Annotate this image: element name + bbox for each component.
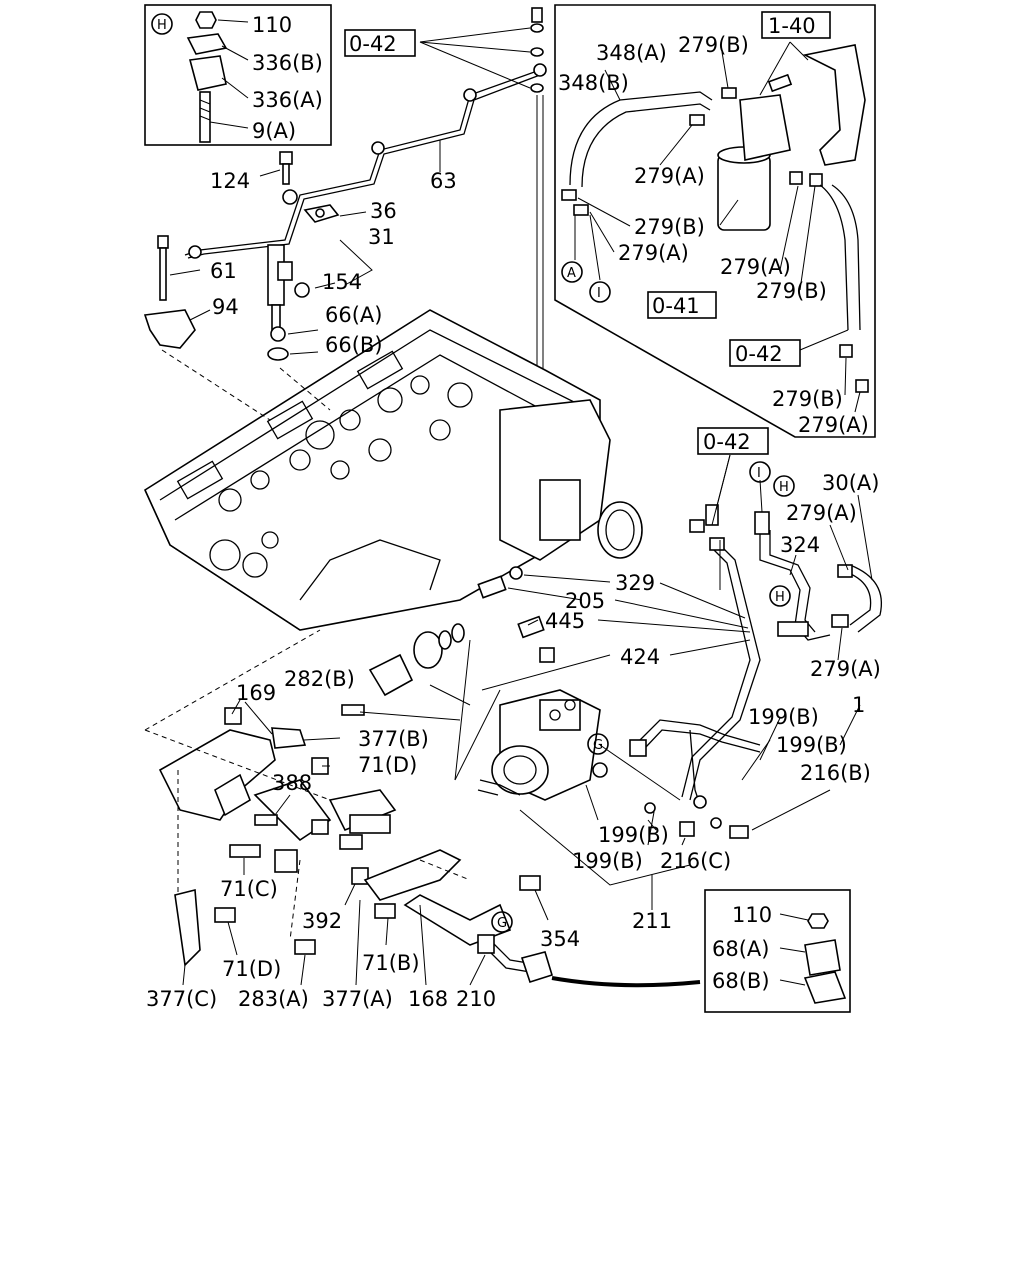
ref-041: 0-41 [652, 294, 700, 318]
ref-140: 1-40 [768, 14, 816, 38]
label-71d-1: 71(D) [358, 753, 417, 777]
label-377c: 377(C) [146, 987, 217, 1011]
reference-boxes: 0-42 1-40 0-41 0-42 0-42 [344, 11, 831, 455]
label-354: 354 [540, 927, 580, 951]
label-348b: 348(B) [558, 71, 629, 95]
label-279a-1: 279(A) [634, 164, 705, 188]
label-1: 1 [852, 693, 865, 717]
label-348a: 348(A) [596, 41, 667, 65]
label-377b: 377(B) [358, 727, 429, 751]
label-68b: 68(B) [712, 969, 770, 993]
circled-letters: H A I I H H G G [151, 13, 795, 933]
label-63: 63 [430, 169, 457, 193]
label-36: 36 [370, 199, 397, 223]
label-31: 31 [368, 225, 395, 249]
leader-lines [144, 27, 873, 986]
label-68a: 68(A) [712, 937, 769, 961]
circle-g-low: G [497, 916, 507, 931]
bracket-94 [143, 309, 196, 349]
label-199b-1: 199(B) [748, 705, 819, 729]
label-124: 124 [210, 169, 250, 193]
label-110-bottom: 110 [732, 903, 772, 927]
label-211: 211 [632, 909, 672, 933]
label-168: 168 [408, 987, 448, 1011]
clamp-assembly-g [779, 913, 847, 1004]
ref-042-top: 0-42 [349, 32, 397, 56]
fuel-filter-assembly [561, 44, 869, 393]
detail-box-h [144, 4, 332, 146]
label-199b-2: 199(B) [776, 733, 847, 757]
label-94: 94 [212, 295, 239, 319]
label-216c: 216(C) [660, 849, 731, 873]
stud-61 [157, 235, 169, 301]
label-61: 61 [210, 259, 237, 283]
label-169: 169 [236, 681, 276, 705]
label-279a-4: 279(A) [798, 413, 869, 437]
circle-h-mid: H [779, 480, 789, 495]
label-71b: 71(B) [362, 951, 420, 975]
ref-042-right: 0-42 [735, 342, 783, 366]
label-199b-4: 199(B) [572, 849, 643, 873]
label-424: 424 [620, 645, 660, 669]
label-66a: 66(A) [325, 303, 382, 327]
washer-66a [270, 326, 286, 342]
scv-assembly [341, 623, 465, 716]
label-216b: 216(B) [800, 761, 871, 785]
label-279a-6: 279(A) [810, 657, 881, 681]
label-388: 388 [272, 771, 312, 795]
label-205: 205 [565, 589, 605, 613]
label-279a-5: 279(A) [786, 501, 857, 525]
label-336a: 336(A) [252, 88, 323, 112]
circle-g-mid: G [593, 738, 603, 753]
lower-bracket-assembly [158, 707, 701, 988]
detail-box-g [704, 889, 851, 1013]
label-324: 324 [780, 533, 820, 557]
callout-labels: 110 336(B) 336(A) 9(A) 124 63 36 31 154 … [146, 13, 881, 1011]
label-279b-4: 279(B) [772, 387, 843, 411]
return-pipe-top [530, 7, 544, 380]
circle-h-top: H [157, 18, 167, 33]
circle-i-mid: I [757, 466, 761, 481]
label-336b: 336(B) [252, 51, 323, 75]
label-71c: 71(C) [220, 877, 278, 901]
clamp-assembly-h [186, 11, 249, 143]
label-110-top: 110 [252, 13, 292, 37]
label-71d-2: 71(D) [222, 957, 281, 981]
label-329: 329 [615, 571, 655, 595]
fuel-injection-pump-1 [477, 689, 601, 801]
circle-i: I [597, 286, 601, 301]
label-279b-3: 279(B) [756, 279, 827, 303]
seal-154 [294, 282, 310, 298]
label-279a-3: 279(A) [720, 255, 791, 279]
ref-042-mid: 0-42 [703, 430, 751, 454]
label-199b-3: 199(B) [598, 823, 669, 847]
seal-66b [267, 347, 289, 361]
label-210: 210 [456, 987, 496, 1011]
label-392: 392 [302, 909, 342, 933]
clamp-36 [303, 204, 340, 223]
label-30a: 30(A) [822, 471, 879, 495]
label-154: 154 [322, 270, 362, 294]
label-279b-2: 279(B) [634, 215, 705, 239]
bolt-124 [279, 151, 293, 185]
label-283a: 283(A) [238, 987, 309, 1011]
label-279a-2: 279(A) [618, 241, 689, 265]
circle-a: A [567, 266, 576, 281]
label-282b: 282(B) [284, 667, 355, 691]
label-66b: 66(B) [325, 333, 383, 357]
label-279b-1: 279(B) [678, 33, 749, 57]
injection-pipe-63 [184, 63, 547, 259]
cylinder-head [143, 309, 601, 631]
label-445: 445 [545, 609, 585, 633]
fuel-filter-frame [554, 4, 876, 438]
throttle-body [499, 399, 643, 561]
label-9a: 9(A) [252, 119, 296, 143]
fuel-pipes-right [681, 504, 882, 801]
circle-h-low: H [775, 590, 785, 605]
injector-31 [267, 244, 293, 331]
sensors [477, 566, 555, 663]
label-377a: 377(A) [322, 987, 393, 1011]
leak-off-pipe-1 [592, 719, 761, 839]
